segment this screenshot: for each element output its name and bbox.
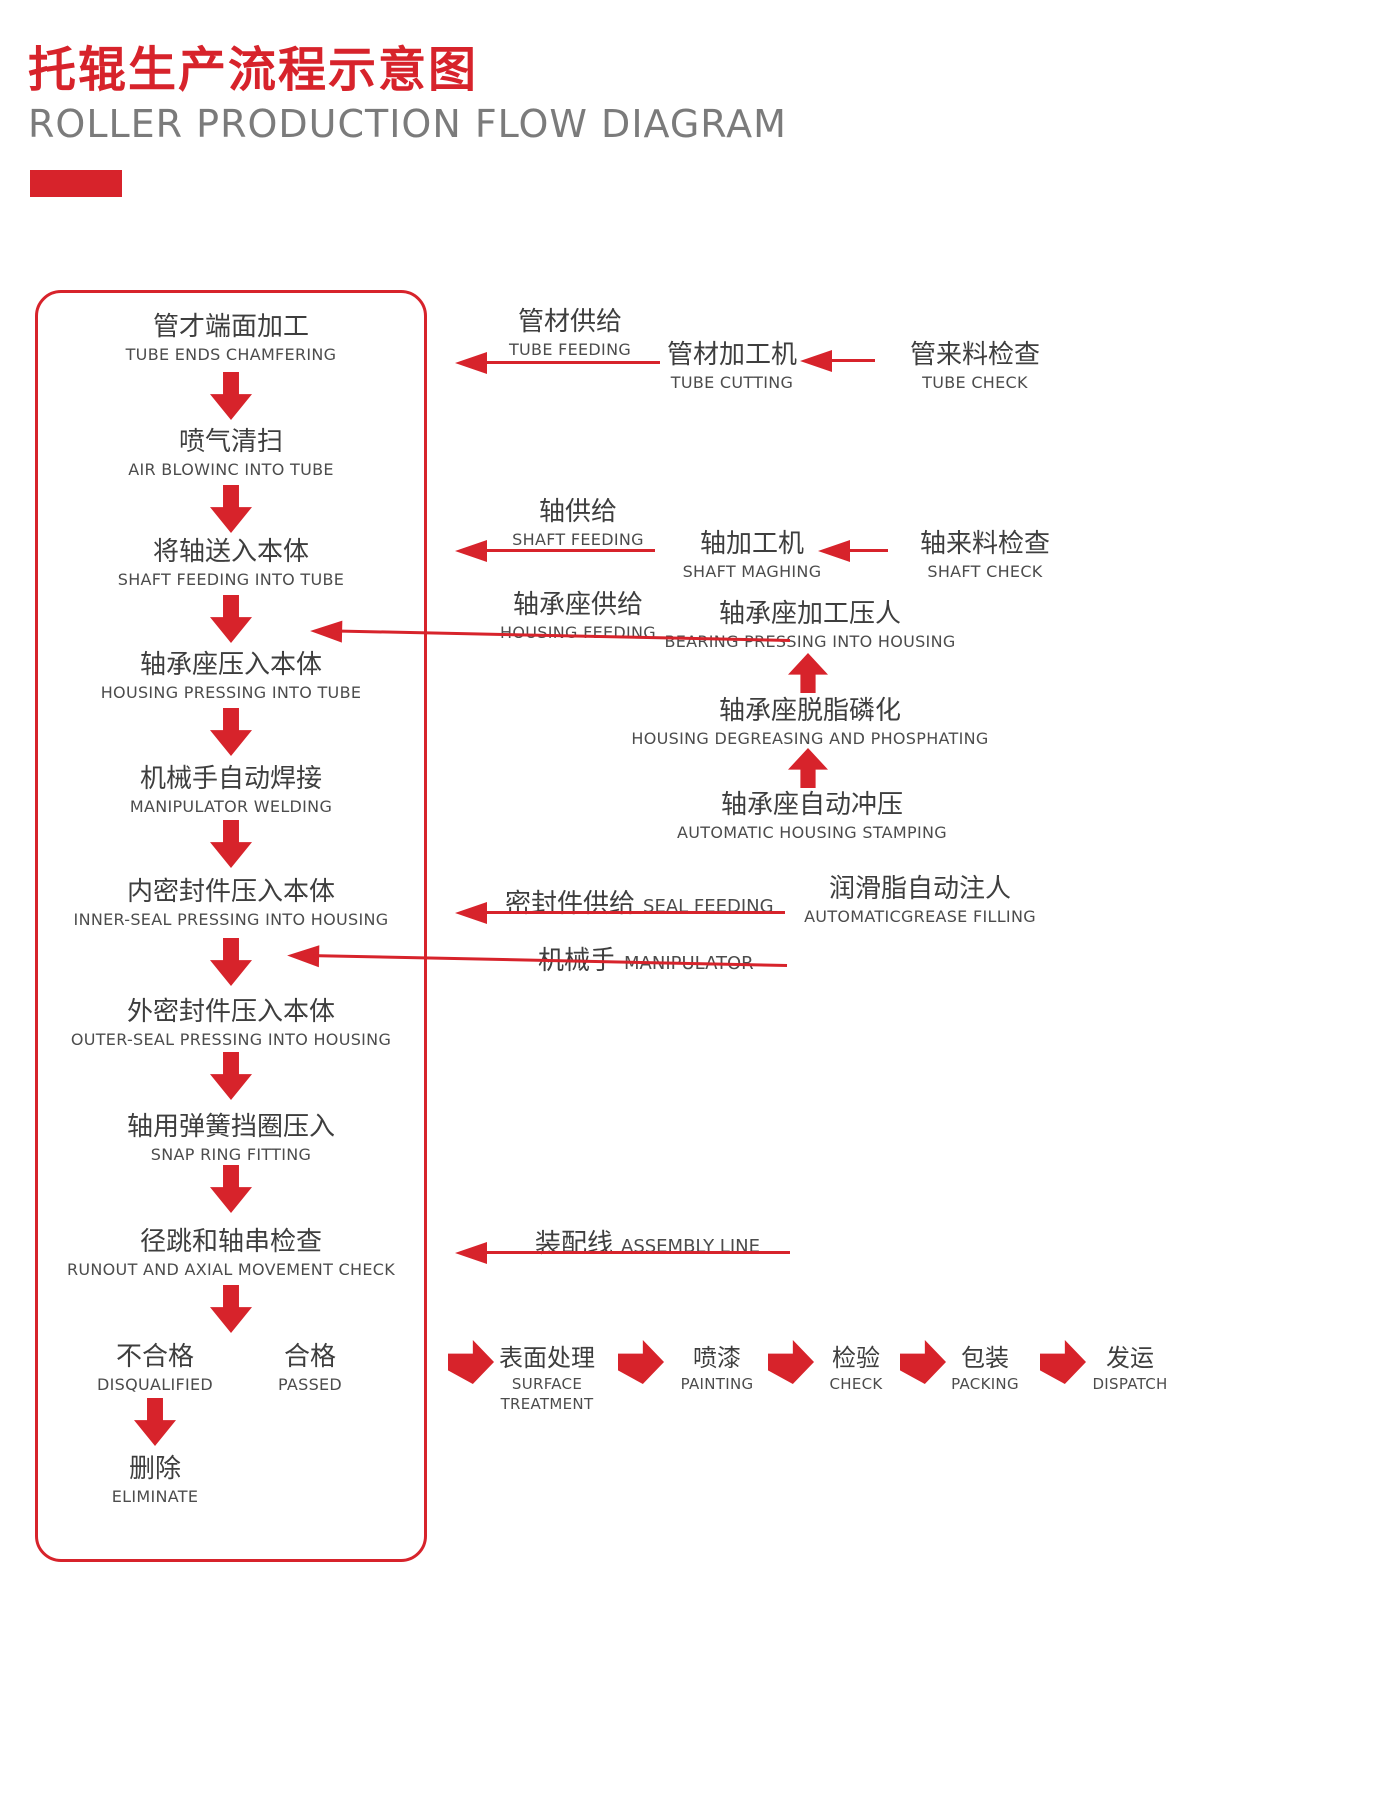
node-zh: 润滑脂自动注人	[828, 874, 1011, 904]
step-outer-seal: 外密封件压入本体 OUTER-SEAL PRESSING INTO HOUSIN…	[31, 995, 431, 1050]
step-inner-seal: 内密封件压入本体 INNER-SEAL PRESSING INTO HOUSIN…	[31, 875, 431, 930]
tube-feeding-node: 管材供给 TUBE FEEDING	[460, 305, 680, 360]
title-accent-bar	[30, 170, 122, 197]
housing-feeding-node: 轴承座供给 HOUSING FEEDING	[468, 588, 688, 643]
page-title: 托辊生产流程示意图	[28, 42, 479, 98]
step-air-blowing: 喷气清扫 AIR BLOWINC INTO TUBE	[31, 425, 431, 480]
housing-degreasing-node: 轴承座脱脂磷化 HOUSING DEGREASING AND PHOSPHATI…	[610, 694, 1010, 749]
step-snap-ring: 轴用弹簧挡圈压入 SNAP RING FITTING	[31, 1110, 431, 1165]
node-zh: 轴承座供给	[512, 590, 643, 620]
finish-check: 检验 CHECK	[791, 1342, 921, 1394]
finish-en: CHECK	[829, 1375, 883, 1393]
node-zh: 管来料检查	[909, 340, 1040, 370]
finish-en: PACKING	[951, 1375, 1019, 1393]
shaft-machining-node: 轴加工机 SHAFT MAGHING	[652, 527, 852, 582]
finish-en: SURFACE TREATMENT	[500, 1375, 594, 1413]
node-en: BEARING PRESSING INTO HOUSING	[664, 632, 956, 651]
step-en: MANIPULATOR WELDING	[129, 797, 333, 816]
step-housing-pressing: 轴承座压入本体 HOUSING PRESSING INTO TUBE	[31, 648, 431, 703]
outcome-disqualified: 不合格 DISQUALIFIED	[75, 1340, 235, 1395]
step-zh: 管才端面加工	[152, 312, 309, 342]
node-en: TUBE FEEDING	[508, 340, 632, 359]
step-en: AIR BLOWINC INTO TUBE	[128, 460, 334, 479]
node-en: TUBE CHECK	[922, 373, 1028, 392]
outcome-eliminate: 删除 ELIMINATE	[75, 1452, 235, 1507]
arrow-left-icon	[455, 540, 655, 562]
node-en: HOUSING DEGREASING AND PHOSPHATING	[631, 729, 989, 748]
finish-painting: 喷漆 PAINTING	[652, 1342, 782, 1394]
arrow-left-icon	[800, 350, 875, 372]
step-en: SNAP RING FITTING	[150, 1145, 312, 1164]
arrow-left-icon	[455, 352, 660, 374]
step-runout-check: 径跳和轴串检查 RUNOUT AND AXIAL MOVEMENT CHECK	[31, 1225, 431, 1280]
node-zh: 轴承座脱脂磷化	[718, 696, 901, 726]
step-en: HOUSING PRESSING INTO TUBE	[100, 683, 362, 702]
node-en: SHAFT FEEDING	[512, 530, 644, 549]
node-en: TUBE CUTTING	[670, 373, 794, 392]
step-en: INNER-SEAL PRESSING INTO HOUSING	[73, 910, 389, 929]
step-zh: 轴用弹簧挡圈压入	[126, 1112, 335, 1142]
node-en: SHAFT CHECK	[927, 562, 1043, 581]
shaft-check-node: 轴来料检查 SHAFT CHECK	[885, 527, 1085, 582]
step-en: TUBE ENDS CHAMFERING	[125, 345, 337, 364]
arrow-left-icon	[455, 1242, 790, 1264]
arrow-left-icon	[455, 902, 785, 924]
outcome-zh: 删除	[128, 1454, 181, 1484]
finish-zh: 表面处理	[499, 1344, 595, 1372]
node-en: AUTOMATIC HOUSING STAMPING	[677, 823, 947, 842]
node-zh: 轴供给	[538, 497, 617, 527]
arrow-up-icon	[788, 748, 828, 788]
label-zh: 密封件供给	[505, 889, 636, 919]
node-zh: 轴承座加工压人	[718, 599, 901, 629]
step-manipulator-welding: 机械手自动焊接 MANIPULATOR WELDING	[31, 762, 431, 817]
step-zh: 外密封件压入本体	[126, 997, 335, 1027]
finish-packing: 包装 PACKING	[920, 1342, 1050, 1394]
arrow-left-icon	[818, 540, 888, 562]
outcome-passed: 合格 PASSED	[240, 1340, 380, 1395]
step-zh: 轴承座压入本体	[139, 650, 322, 680]
node-zh: 轴承座自动冲压	[720, 790, 903, 820]
step-shaft-feeding: 将轴送入本体 SHAFT FEEDING INTO TUBE	[31, 535, 431, 590]
step-en: RUNOUT AND AXIAL MOVEMENT CHECK	[66, 1260, 396, 1279]
shaft-feeding-node: 轴供给 SHAFT FEEDING	[478, 495, 678, 550]
grease-filling-node: 润滑脂自动注人 AUTOMATICGREASE FILLING	[770, 872, 1070, 927]
tube-cutting-node: 管材加工机 TUBE CUTTING	[642, 338, 822, 393]
outcome-zh: 不合格	[115, 1342, 194, 1372]
step-en: OUTER-SEAL PRESSING INTO HOUSING	[70, 1030, 392, 1049]
node-en: SHAFT MAGHING	[682, 562, 822, 581]
finish-dispatch: 发运 DISPATCH	[1065, 1342, 1195, 1394]
arrow-up-icon	[788, 653, 828, 693]
finish-surface-treatment: 表面处理 SURFACE TREATMENT	[482, 1342, 612, 1414]
step-zh: 喷气清扫	[178, 427, 283, 457]
step-zh: 径跳和轴串检查	[139, 1227, 322, 1257]
finish-en: PAINTING	[680, 1375, 754, 1393]
finish-zh: 检验	[832, 1344, 880, 1372]
node-zh: 轴来料检查	[919, 529, 1050, 559]
label-zh: 装配线	[535, 1229, 614, 1259]
step-zh: 将轴送入本体	[152, 537, 309, 567]
finish-zh: 发运	[1106, 1344, 1154, 1372]
outcome-en: ELIMINATE	[111, 1487, 199, 1506]
node-zh: 管材加工机	[666, 340, 797, 370]
outcome-en: DISQUALIFIED	[96, 1375, 214, 1394]
finish-zh: 喷漆	[693, 1344, 741, 1372]
step-zh: 机械手自动焊接	[139, 764, 322, 794]
step-tube-ends-chamfering: 管才端面加工 TUBE ENDS CHAMFERING	[31, 310, 431, 365]
step-zh: 内密封件压入本体	[126, 877, 335, 907]
node-zh: 轴加工机	[699, 529, 804, 559]
outcome-en: PASSED	[277, 1375, 343, 1394]
bearing-pressing-node: 轴承座加工压人 BEARING PRESSING INTO HOUSING	[645, 597, 975, 652]
node-zh: 管材供给	[517, 307, 622, 337]
housing-stamping-node: 轴承座自动冲压 AUTOMATIC HOUSING STAMPING	[632, 788, 992, 843]
main-flow-border	[35, 290, 427, 1562]
finish-en: DISPATCH	[1092, 1375, 1168, 1393]
outcome-zh: 合格	[283, 1342, 336, 1372]
finish-zh: 包装	[961, 1344, 1009, 1372]
step-en: SHAFT FEEDING INTO TUBE	[117, 570, 345, 589]
node-en: AUTOMATICGREASE FILLING	[804, 907, 1036, 926]
page-subtitle: ROLLER PRODUCTION FLOW DIAGRAM	[28, 102, 787, 146]
tube-check-node: 管来料检查 TUBE CHECK	[875, 338, 1075, 393]
